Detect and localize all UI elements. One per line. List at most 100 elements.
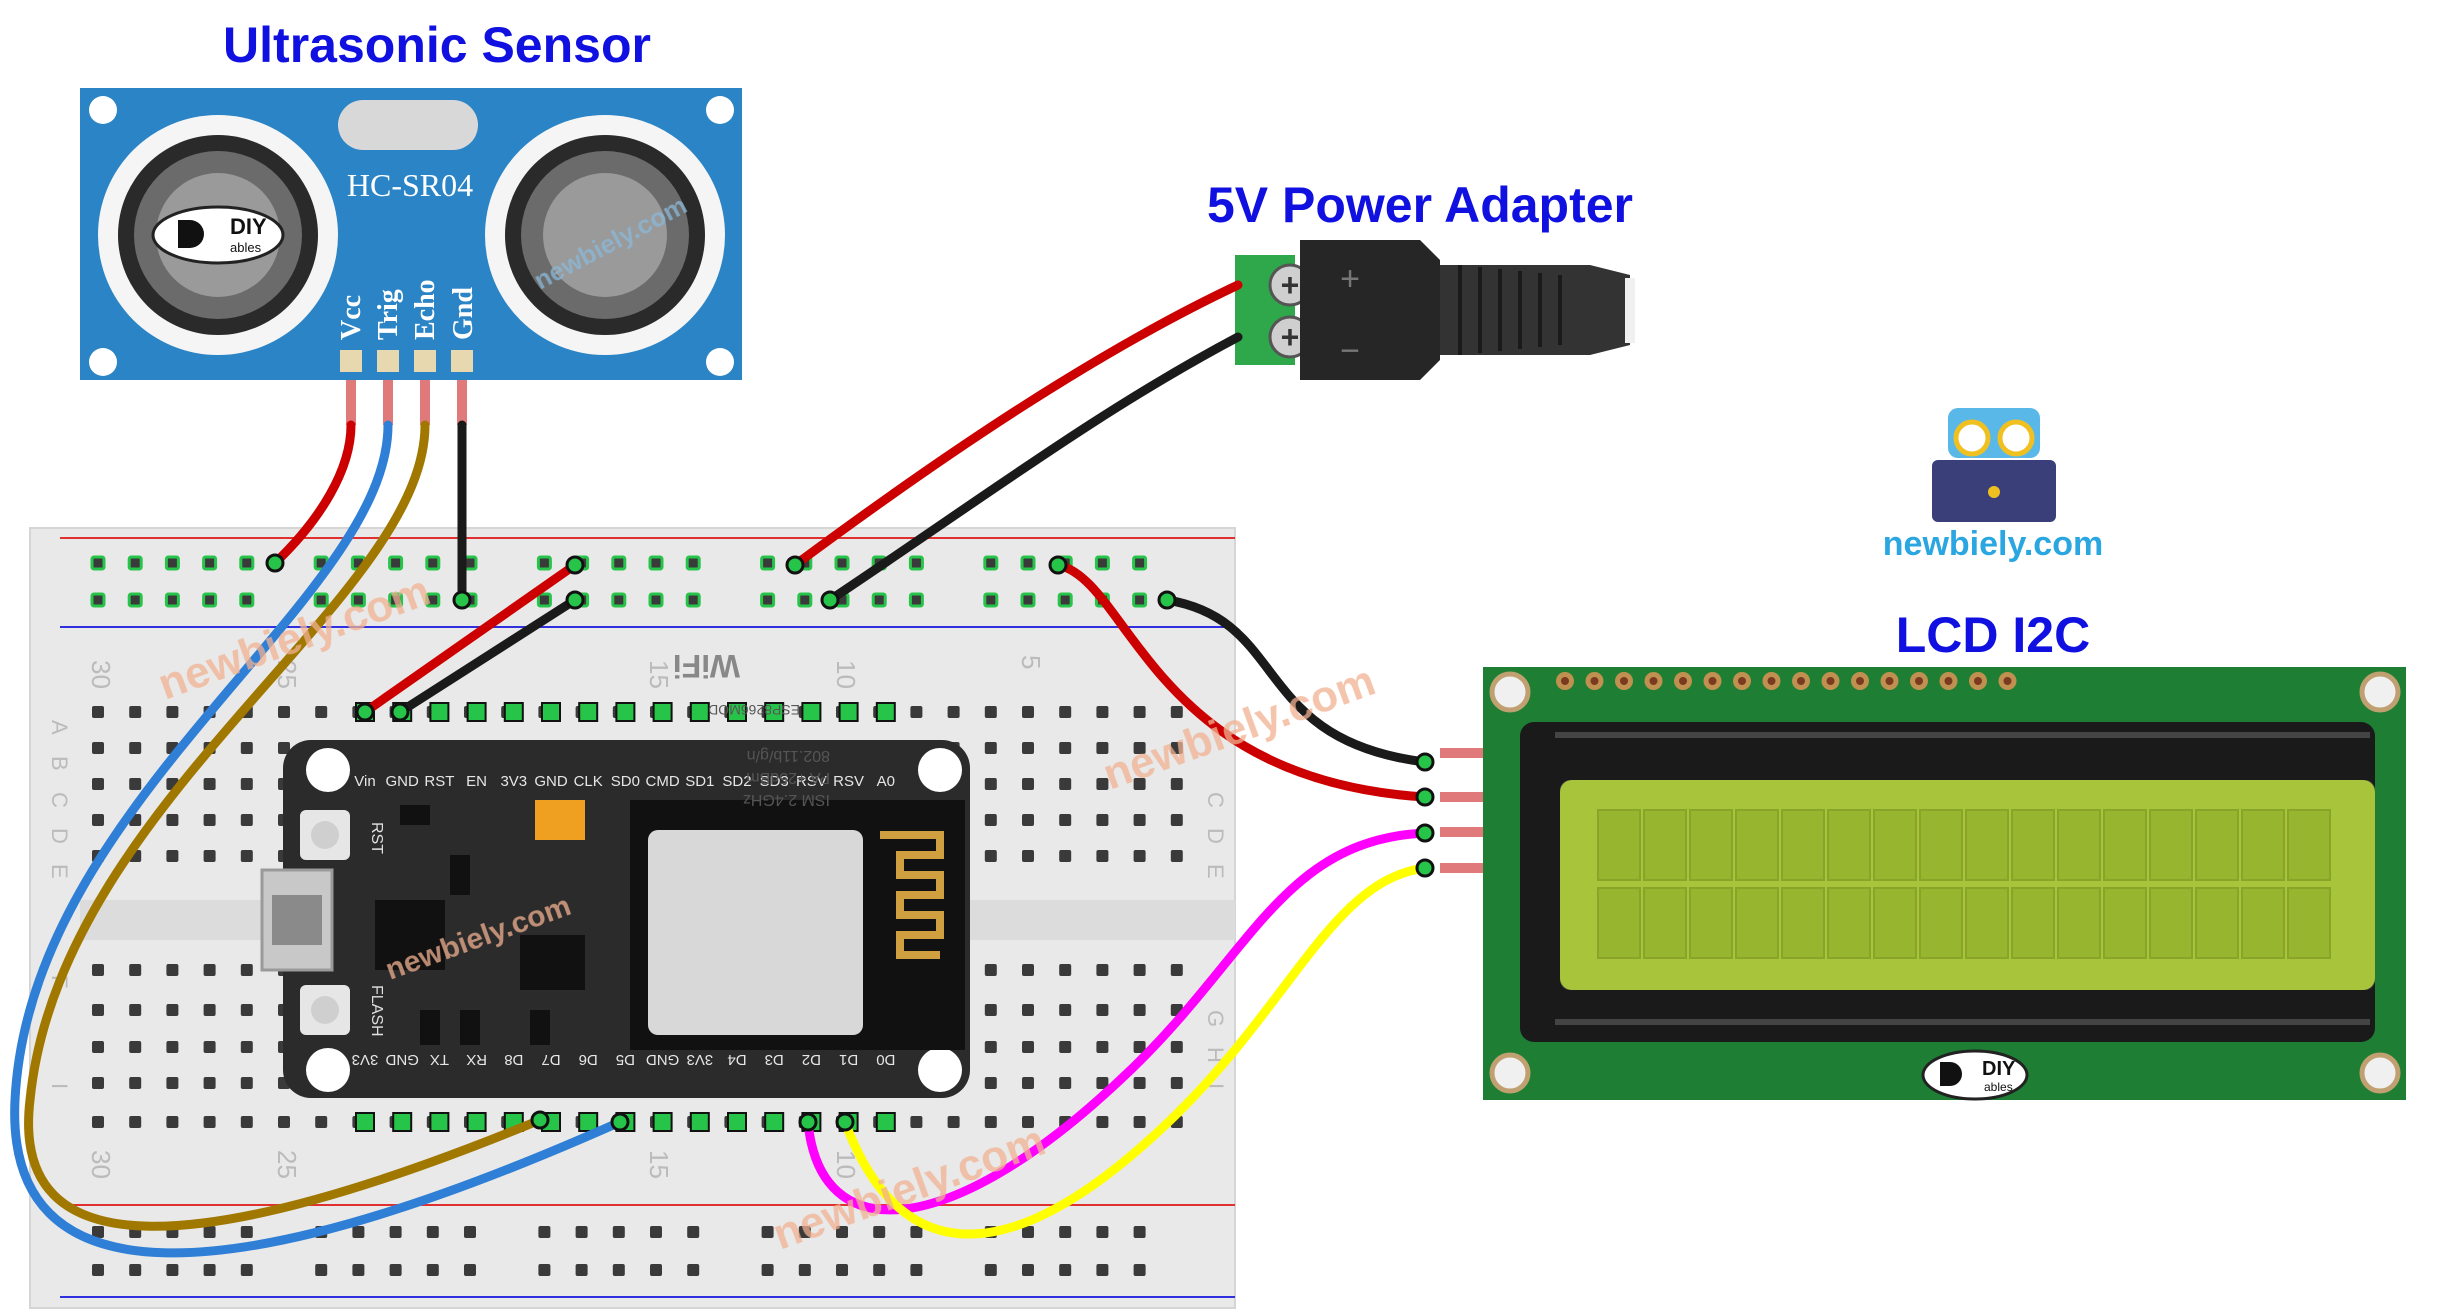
power-adapter-title: 5V Power Adapter bbox=[1207, 177, 1633, 233]
ultrasonic-sensor-title: Ultrasonic Sensor bbox=[223, 17, 651, 73]
antenna-trace bbox=[880, 831, 944, 959]
sensor-pin-vcc bbox=[340, 350, 362, 372]
capacitor bbox=[535, 800, 585, 840]
top-pin-label: EN bbox=[466, 773, 487, 790]
top-pin-label: GND bbox=[534, 773, 568, 790]
regulator-chip bbox=[520, 935, 585, 990]
sensor-pin-gnd-label: Gnd bbox=[448, 287, 479, 340]
esp-shield bbox=[648, 830, 863, 1035]
top-pin-label: Vin bbox=[354, 773, 375, 790]
wire-trig-blue bbox=[10, 420, 625, 1258]
bottom-pin-label: D0 bbox=[876, 1051, 895, 1068]
ultrasonic-sensor: DIY ables HC-SR04 Vcc Trig Echo Gnd bbox=[80, 88, 742, 425]
bottom-pin-label: D7 bbox=[541, 1051, 560, 1068]
lcd-i2c-pin-gnd bbox=[1440, 748, 1483, 758]
row-letter-g-right: G bbox=[1203, 1010, 1228, 1027]
sensor-pin-echo bbox=[414, 350, 436, 372]
wire-echo-brown bbox=[24, 420, 545, 1231]
column-number-30-bottom: 30 bbox=[86, 1150, 116, 1179]
wire-adapter-black bbox=[825, 332, 1243, 605]
row-letter-c: C bbox=[47, 792, 72, 808]
sensor-model-label: HC-SR04 bbox=[347, 167, 473, 203]
sensor-pin-echo-label: Echo bbox=[410, 279, 441, 340]
sensor-pin-vcc-label: Vcc bbox=[336, 295, 367, 340]
column-number-5: 5 bbox=[1016, 655, 1046, 669]
wire-lcd-vcc-red bbox=[1053, 560, 1430, 802]
terminal-minus-screw: + bbox=[1281, 319, 1300, 355]
lcd-i2c-pin-sda bbox=[1440, 827, 1483, 837]
row-letter-a: A bbox=[47, 720, 72, 735]
wire-adapter-red bbox=[790, 280, 1243, 570]
top-pin-label: CMD bbox=[646, 773, 680, 790]
column-number-10: 10 bbox=[831, 660, 861, 689]
row-letters-right: C D E G H I bbox=[1203, 792, 1228, 1089]
row-letter-c-right: C bbox=[1203, 792, 1228, 808]
newbiely-logo: newbiely.com bbox=[1883, 408, 2103, 563]
bottom-pin-label: D8 bbox=[504, 1051, 523, 1068]
lcd-module: DIY ables bbox=[1440, 667, 2406, 1101]
flash-button-label: FLASH bbox=[368, 985, 385, 1037]
top-pin-label: SD1 bbox=[685, 773, 714, 790]
column-number-15-bottom: 15 bbox=[644, 1150, 674, 1179]
adapter-plus-mark: + bbox=[1340, 260, 1360, 298]
top-pin-label: SD2 bbox=[722, 773, 751, 790]
bottom-pin-label: 3V3 bbox=[686, 1051, 713, 1068]
esp-text-2: PA +25dBm bbox=[746, 769, 830, 786]
lcd-character-grid bbox=[1597, 809, 2331, 959]
row-letter-d: D bbox=[47, 828, 72, 844]
adapter-minus-mark: − bbox=[1340, 332, 1360, 370]
bottom-pin-label: D1 bbox=[839, 1051, 858, 1068]
bottom-pin-label: GND bbox=[646, 1051, 680, 1068]
top-pin-label: 3V3 bbox=[500, 773, 527, 790]
adapter-barrel bbox=[1440, 265, 1630, 355]
wires bbox=[10, 280, 1430, 1258]
rst-button-label: RST bbox=[368, 822, 385, 854]
top-pin-label: GND bbox=[386, 773, 420, 790]
usb-chip bbox=[375, 900, 445, 970]
sensor-pin-trig bbox=[377, 350, 399, 372]
top-pin-label: A0 bbox=[877, 773, 895, 790]
top-pin-label: RST bbox=[424, 773, 454, 790]
lcd-title: LCD I2C bbox=[1896, 607, 2090, 663]
row-letter-e-right: E bbox=[1203, 864, 1228, 879]
esp-text-3: 802.11b/g/n bbox=[747, 747, 830, 764]
lcd-logo-sub: ables bbox=[1984, 1080, 2013, 1094]
terminal-plus-screw: + bbox=[1281, 267, 1300, 303]
lcd-top-pins bbox=[1556, 672, 2017, 690]
sensor-logo-sub: ables bbox=[230, 240, 262, 255]
bottom-pin-label: TX bbox=[430, 1051, 449, 1068]
row-letter-i: I bbox=[47, 1083, 72, 1089]
column-number-15: 15 bbox=[644, 660, 674, 689]
power-adapter: + + + − bbox=[1235, 240, 1635, 380]
sensor-logo-text: DIY bbox=[230, 214, 267, 239]
bottom-pin-label: GND bbox=[385, 1051, 419, 1068]
wifi-logo: WiFi bbox=[673, 648, 740, 684]
wire-gnd-rail-black bbox=[395, 595, 580, 717]
wire-endpoints bbox=[265, 553, 1435, 1132]
bottom-pin-label: D6 bbox=[579, 1051, 598, 1068]
row-letter-e: E bbox=[47, 864, 72, 879]
wire-vin-red bbox=[360, 560, 580, 717]
top-pin-label: SD3 bbox=[760, 773, 789, 790]
column-number-25-bottom: 25 bbox=[272, 1150, 302, 1179]
esp-text-1: ISM 2.4GHz bbox=[743, 791, 830, 808]
wire-vcc-red bbox=[270, 420, 356, 568]
column-number-30: 30 bbox=[86, 660, 116, 689]
bottom-pin-label: D5 bbox=[616, 1051, 635, 1068]
esp-module-labels: ISM 2.4GHz PA +25dBm 802.11b/g/n ESP8266… bbox=[673, 648, 830, 808]
row-letter-b: B bbox=[47, 756, 72, 771]
wire-sda-magenta bbox=[803, 828, 1430, 1215]
bottom-pin-label: 3V3 bbox=[352, 1051, 379, 1068]
lcd-logo-text: DIY bbox=[1982, 1058, 2016, 1080]
wire-lcd-gnd-black bbox=[1162, 595, 1430, 767]
esp-model-text: ESP8266MOD bbox=[708, 702, 800, 718]
adapter-body bbox=[1300, 240, 1440, 380]
bottom-pin-label: D4 bbox=[727, 1051, 746, 1068]
lcd-i2c-pin-scl bbox=[1440, 863, 1483, 873]
top-pin-label: SD0 bbox=[611, 773, 640, 790]
top-pin-label: CLK bbox=[574, 773, 603, 790]
